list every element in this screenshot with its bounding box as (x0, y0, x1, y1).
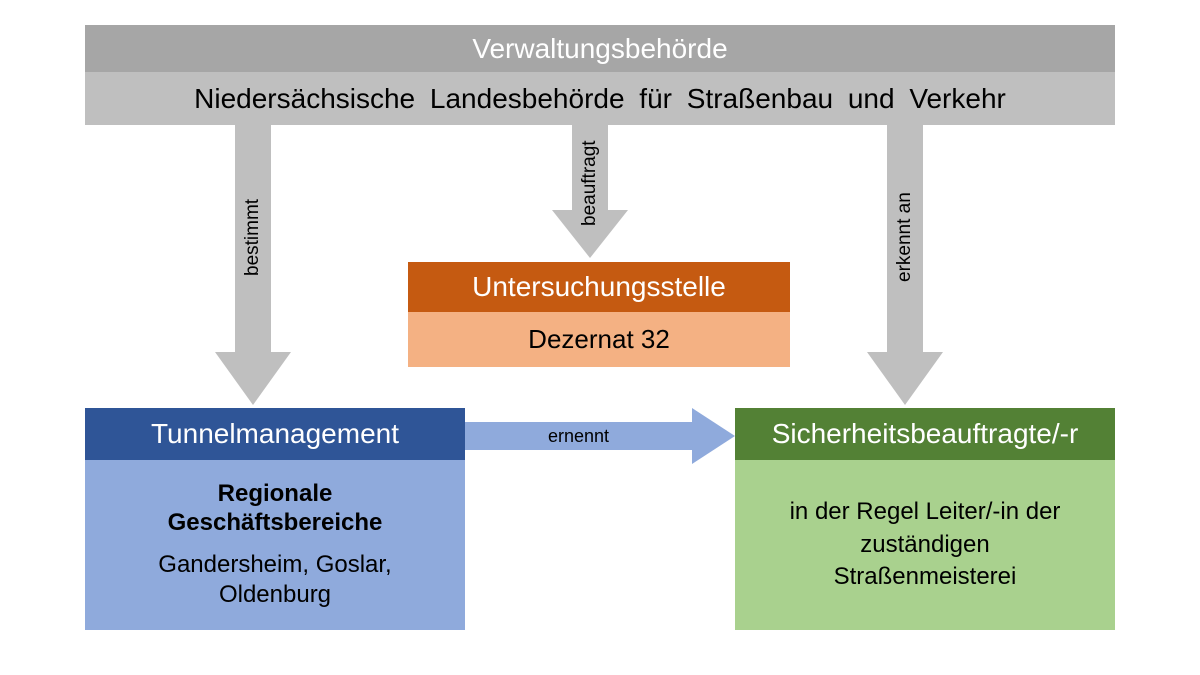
tunnelmanagement-body: Regionale Geschäftsbereiche Gandersheim,… (85, 460, 465, 630)
untersuchungsstelle-header: Untersuchungsstelle (408, 262, 790, 312)
sicherheitsbeauftragte-body: in der Regel Leiter/-in der zuständigen … (735, 460, 1115, 630)
untersuchungsstelle-body: Dezernat 32 (408, 312, 790, 367)
regionale-geschaeftsbereiche-label: Regionale Geschäftsbereiche (167, 480, 383, 536)
sicherheitsbeauftragte-description: in der Regel Leiter/-in der zuständigen … (789, 498, 1061, 591)
arrow-bestimmt-shaft (235, 125, 271, 352)
arrow-ernennt-shaft (465, 422, 692, 450)
arrow-ernennt-label: ernennt (547, 425, 610, 446)
arrow-beauftragt-shaft (572, 125, 608, 210)
arrow-beauftragt-label: beauftragt (579, 140, 600, 227)
landesbehoerde-subheader-bar: Niedersächsische Landesbehörde für Straß… (85, 72, 1115, 125)
geschaeftsbereiche-orte-label: Gandersheim, Goslar, Oldenburg (158, 550, 392, 608)
arrow-bestimmt-label: bestimmt (242, 198, 263, 277)
arrow-bestimmt-head-icon (215, 352, 291, 405)
verwaltungsbehoerde-title: Verwaltungsbehörde (472, 32, 728, 64)
arrow-ernennt-head-icon (692, 408, 735, 464)
arrow-erkennt-an-label: erkennt an (894, 192, 915, 283)
tunnelmanagement-title: Tunnelmanagement (150, 418, 399, 449)
untersuchungsstelle-title: Untersuchungsstelle (472, 271, 726, 302)
arrow-erkennt-an-head-icon (867, 352, 943, 405)
dezernat-32-label: Dezernat 32 (528, 324, 670, 354)
sicherheitsbeauftragte-header: Sicherheitsbeauftragte/-r (735, 408, 1115, 460)
landesbehoerde-subtitle: Niedersächsische Landesbehörde für Straß… (194, 82, 1006, 114)
arrow-erkennt-an-shaft (887, 125, 923, 352)
verwaltungsbehoerde-header-bar: Verwaltungsbehörde (85, 25, 1115, 72)
arrow-beauftragt-head-icon (552, 210, 628, 258)
sicherheitsbeauftragte-title: Sicherheitsbeauftragte/-r (771, 418, 1079, 449)
tunnelmanagement-header: Tunnelmanagement (85, 408, 465, 460)
